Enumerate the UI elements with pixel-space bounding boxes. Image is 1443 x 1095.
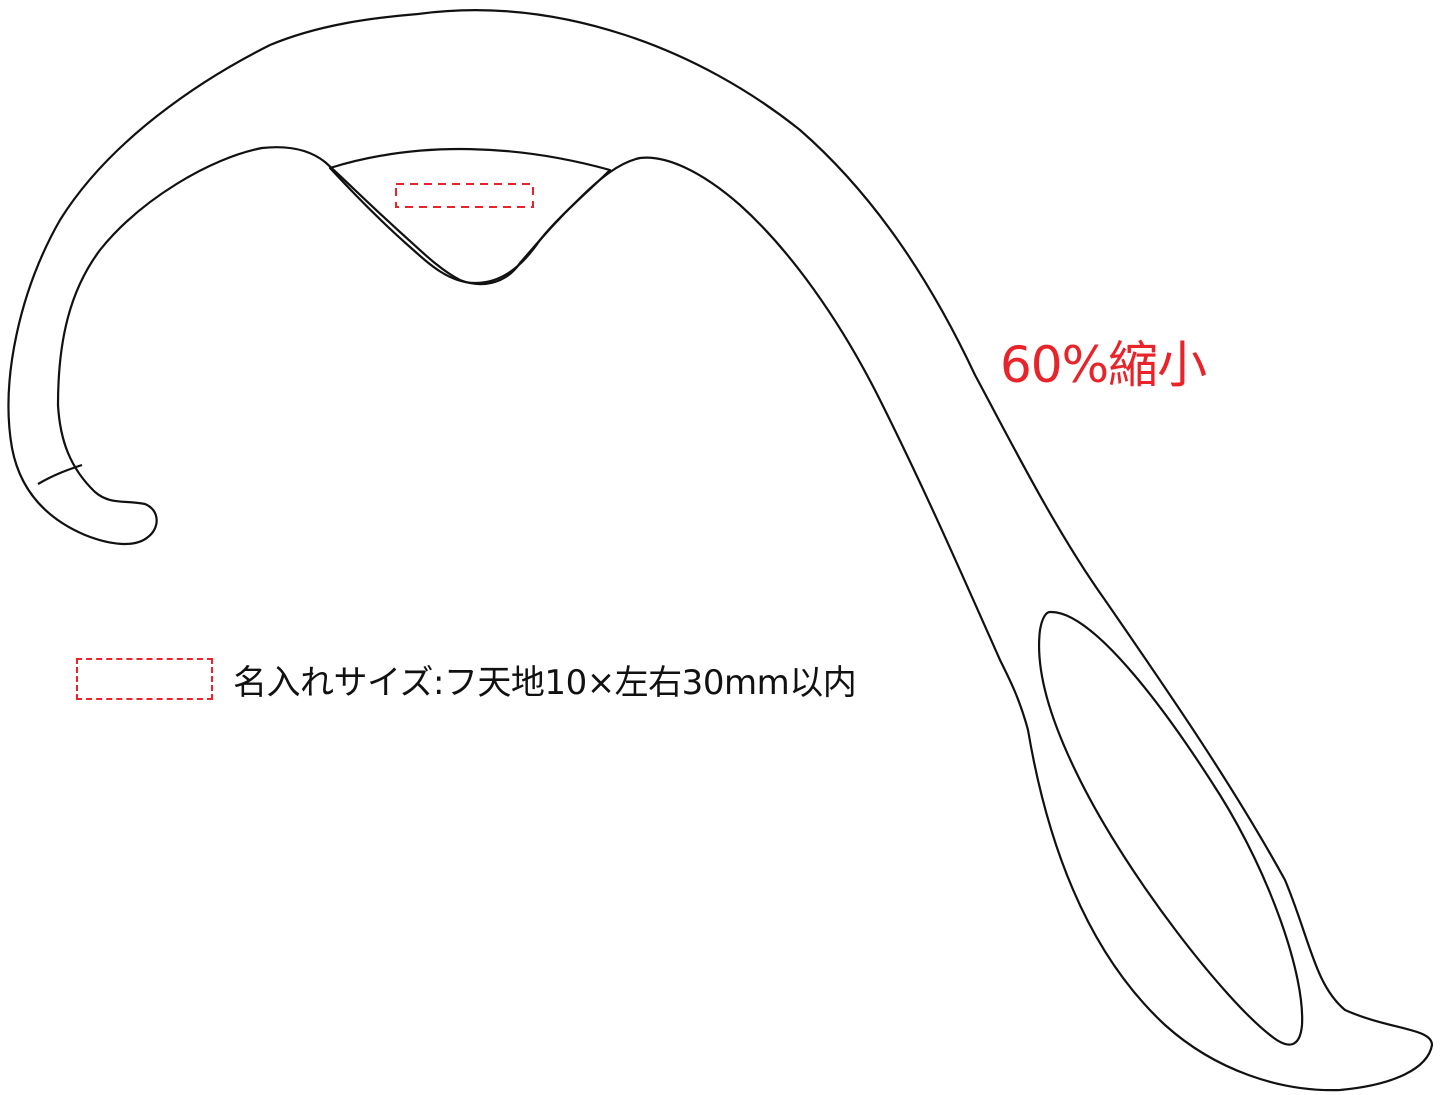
clip-pendant-outline xyxy=(328,147,612,285)
print-area-box xyxy=(395,183,534,208)
print-size-legend: 名入れサイズ:フ天地10×左右30mm以内 xyxy=(76,655,857,703)
print-size-legend-text: 名入れサイズ:フ天地10×左右30mm以内 xyxy=(233,662,857,703)
print-area-legend-swatch xyxy=(76,658,213,700)
scale-reduction-label: 60%縮小 xyxy=(1000,336,1207,394)
hook-tip-seam xyxy=(37,463,83,485)
tail-oval-opening xyxy=(1037,610,1304,1046)
hook-outer-outline xyxy=(7,9,1434,1092)
